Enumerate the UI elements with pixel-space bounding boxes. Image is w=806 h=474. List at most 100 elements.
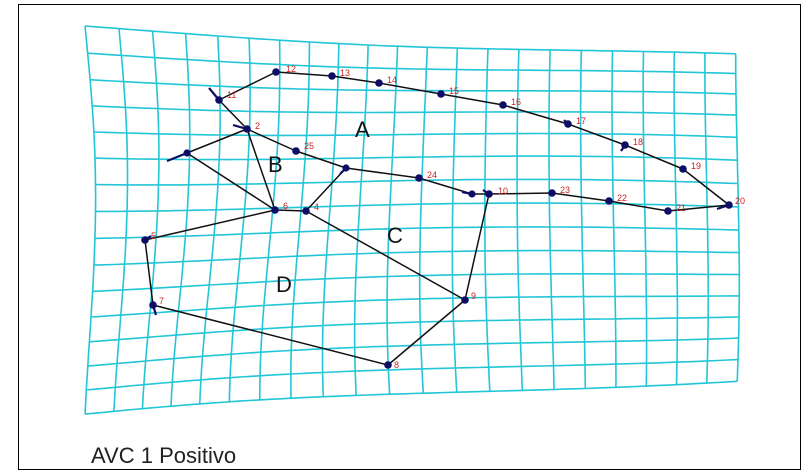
landmark-label-23: 23 bbox=[560, 185, 570, 195]
outline-edge bbox=[186, 128, 248, 154]
region-label-a: A bbox=[355, 117, 370, 142]
landmark-point-22 bbox=[605, 197, 613, 205]
grid-row-line bbox=[84, 25, 736, 55]
figure-caption: AVC 1 Positivo bbox=[91, 443, 237, 468]
outline-edges bbox=[144, 71, 730, 366]
grid-column-line bbox=[642, 51, 648, 387]
landmark-point bbox=[183, 149, 191, 157]
grid-row-line bbox=[86, 358, 739, 391]
landmark-point-11 bbox=[215, 96, 223, 104]
region-label-b: B bbox=[268, 152, 283, 177]
grid-row-line bbox=[94, 155, 738, 161]
landmark-point-25 bbox=[292, 147, 300, 155]
grid-column-line bbox=[290, 42, 311, 399]
grid-row-line bbox=[90, 295, 740, 318]
grid-column-line bbox=[386, 46, 399, 395]
landmark-label-15: 15 bbox=[449, 86, 459, 96]
grid-row-line bbox=[94, 226, 739, 240]
landmark-label-20: 20 bbox=[735, 196, 745, 206]
landmark-label-21: 21 bbox=[676, 203, 686, 213]
landmark-point bbox=[468, 190, 476, 198]
grid-column-line bbox=[418, 47, 429, 394]
grid-column-line bbox=[258, 40, 281, 400]
landmark-point-19 bbox=[679, 165, 687, 173]
landmark-label-17: 17 bbox=[576, 116, 586, 126]
outline-edge bbox=[472, 192, 730, 212]
landmark-point-9 bbox=[461, 296, 469, 304]
grid-column-line bbox=[321, 43, 340, 397]
grid-column-line bbox=[673, 52, 679, 385]
landmark-point-10 bbox=[485, 190, 493, 198]
landmark-point-17 bbox=[564, 120, 572, 128]
landmark-label-13: 13 bbox=[340, 68, 350, 78]
landmark-point-4 bbox=[302, 207, 310, 215]
region-label-d: D bbox=[276, 272, 292, 297]
deformation-grid bbox=[84, 25, 741, 415]
region-label-c: C bbox=[387, 223, 403, 248]
grid-column-line bbox=[141, 31, 160, 409]
landmark-label-5: 5 bbox=[151, 231, 156, 241]
grid-row-line bbox=[93, 249, 740, 266]
landmark-label-7: 7 bbox=[159, 296, 164, 306]
grid-column-line bbox=[516, 49, 524, 391]
grid-row-line bbox=[95, 178, 738, 186]
outline-edge bbox=[218, 71, 730, 206]
landmark-point-18 bbox=[621, 141, 629, 149]
grid-row-line bbox=[93, 131, 737, 139]
grid-column-line bbox=[170, 33, 191, 407]
region-labels: A B C D bbox=[268, 117, 403, 297]
landmark-point bbox=[342, 164, 350, 172]
outline-edge bbox=[144, 193, 490, 366]
landmark-point-12 bbox=[272, 68, 280, 76]
landmark-point-14 bbox=[375, 79, 383, 87]
landmark-label-2: 2 bbox=[255, 121, 260, 131]
landmark-point-8 bbox=[384, 361, 392, 369]
landmark-label-4: 4 bbox=[314, 202, 319, 212]
grid-column-line bbox=[113, 28, 129, 412]
landmark-label-9: 9 bbox=[471, 291, 476, 301]
landmark-point-15 bbox=[437, 90, 445, 98]
landmark-point-24 bbox=[415, 174, 423, 182]
landmark-point-13 bbox=[328, 72, 336, 80]
landmark-point-2 bbox=[243, 125, 251, 133]
landmark-label-14: 14 bbox=[387, 75, 397, 85]
landmark-label-16: 16 bbox=[511, 97, 521, 107]
landmark-point-20 bbox=[725, 201, 733, 209]
landmark-label-10: 10 bbox=[498, 186, 508, 196]
landmark-label-25: 25 bbox=[304, 141, 314, 151]
landmark-label-22: 22 bbox=[617, 193, 627, 203]
grid-row-line bbox=[92, 105, 737, 116]
landmark-label-8: 8 bbox=[394, 360, 399, 370]
landmark-label-6: 6 bbox=[283, 201, 288, 211]
landmark-point-16 bbox=[499, 101, 507, 109]
landmark-label-11: 11 bbox=[227, 90, 236, 100]
grid-column-line bbox=[548, 49, 555, 390]
grid-column-line bbox=[353, 44, 369, 396]
grid-row-line bbox=[85, 380, 738, 415]
grid-column-line bbox=[84, 25, 97, 415]
grid-row-line bbox=[87, 337, 739, 367]
grid-row-line bbox=[87, 52, 736, 75]
grid-row-line bbox=[90, 78, 737, 95]
grid-column-line bbox=[483, 48, 491, 392]
grid-column-line bbox=[611, 50, 617, 388]
landmark-point-7 bbox=[149, 301, 157, 309]
landmark-point-21 bbox=[664, 207, 672, 215]
landmark-point-6 bbox=[271, 206, 279, 214]
grid-column-line bbox=[451, 48, 459, 393]
outline-edge bbox=[186, 152, 347, 212]
grid-column-line bbox=[704, 52, 710, 384]
grid-column-line bbox=[579, 50, 587, 389]
grid-column-line bbox=[228, 38, 251, 402]
landmark-label-19: 19 bbox=[691, 161, 701, 171]
landmark-point-5 bbox=[141, 236, 149, 244]
landmark-point-23 bbox=[548, 189, 556, 197]
grid-row-line bbox=[89, 316, 740, 343]
grid-column-line bbox=[734, 53, 741, 382]
outline-edge bbox=[305, 210, 466, 301]
landmark-label-18: 18 bbox=[633, 137, 643, 147]
landmark-label-12: 12 bbox=[286, 64, 296, 74]
